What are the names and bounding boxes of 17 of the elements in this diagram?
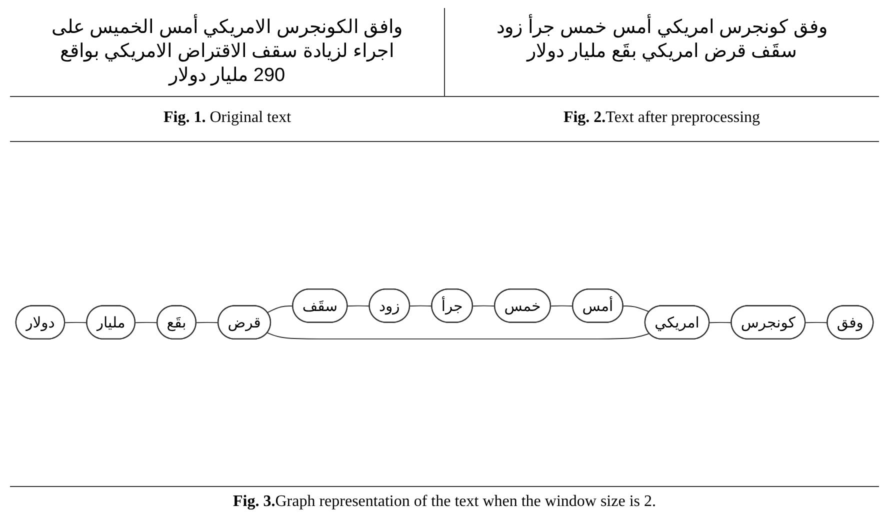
connector [266, 305, 294, 314]
connector [622, 305, 650, 312]
connector [708, 322, 732, 324]
preprocessed-text: وفق كونجرس امريكي أمس خمس جرأ زود سقَف قرض امريكي بقَع مليار دولار [445, 8, 879, 96]
connector [804, 322, 828, 324]
connector [472, 305, 496, 307]
connector [266, 332, 650, 340]
figure-caption: Fig. 2.Text after preprocessing [563, 109, 760, 126]
connector [134, 322, 158, 324]
figure-caption: Fig. 1. Original text [163, 109, 292, 126]
connector [347, 305, 370, 307]
connector [196, 322, 219, 324]
original-text: وافق الكونجرس الامريكي أمس الخميس على اجراء لزيادة سقف الاقتراض الامريكي بواقع 290 مليار دولار [10, 8, 445, 96]
connector [64, 322, 88, 324]
connector [409, 305, 432, 307]
connector [550, 305, 574, 307]
figure-caption: Fig. 3.Graph representation of the text when the window size is 2. [233, 493, 656, 510]
